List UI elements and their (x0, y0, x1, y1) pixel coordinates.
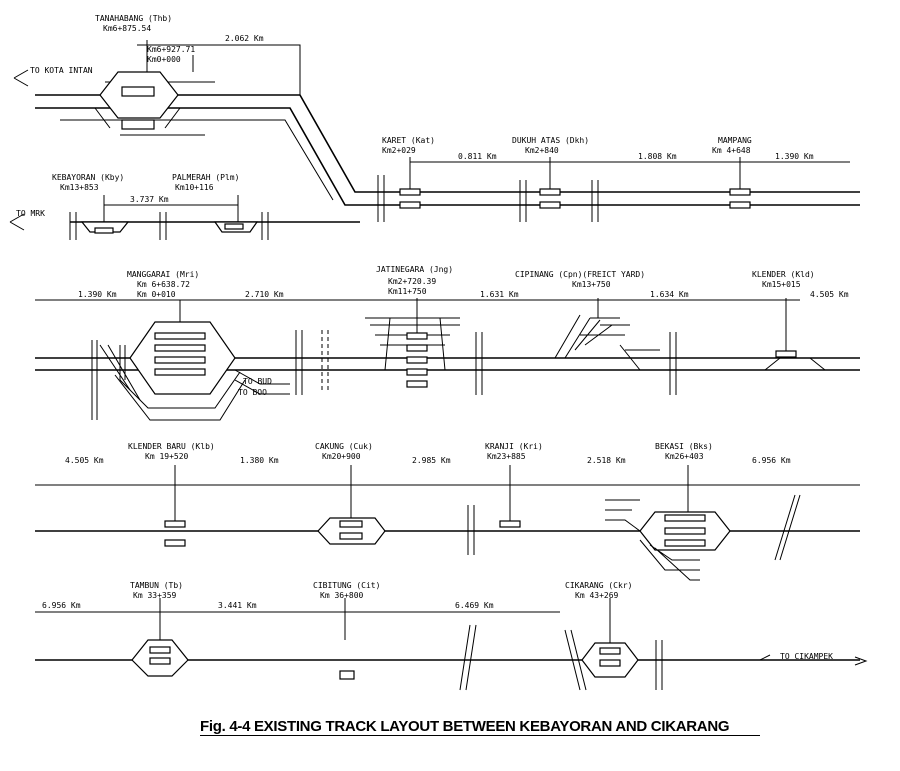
station-labels: TANAHABANG (Thb) Km6+875.54 Km6+927.71 K… (52, 14, 815, 600)
station-km: Km 4+648 (712, 146, 751, 155)
station-km: Km11+750 (388, 287, 427, 296)
station-km: Km20+900 (322, 452, 361, 461)
distance-label: 4.505 Km (65, 456, 104, 465)
station-km: Km6+927.71 (147, 45, 195, 54)
station-name: KLENDER BARU (Klb) (128, 442, 215, 451)
station-km: Km23+885 (487, 452, 526, 461)
station-km: Km 19+520 (145, 452, 189, 461)
station-km: Km6+875.54 (103, 24, 151, 33)
station-km: Km13+853 (60, 183, 99, 192)
distance-label: 1.380 Km (240, 456, 279, 465)
station-km: Km26+403 (665, 452, 704, 461)
distance-label: 4.505 Km (810, 290, 849, 299)
distance-label: 2.985 Km (412, 456, 451, 465)
distance-label: 3.737 Km (130, 195, 169, 204)
station-name: CIKARANG (Ckr) (565, 581, 632, 590)
station-km: Km2+029 (382, 146, 416, 155)
station-km: Km 6+638.72 (137, 280, 190, 289)
distance-label: 1.390 Km (775, 152, 814, 161)
station-name: MANGGARAI (Mri) (127, 270, 199, 279)
station-name: TANAHABANG (Thb) (95, 14, 172, 23)
station-km: Km 33+359 (133, 591, 177, 600)
station-km: Km15+015 (762, 280, 801, 289)
distance-label: 6.469 Km (455, 601, 494, 610)
direction-labels: TO KOTA INTAN TO MRK TO BUD TO BOO TO CI… (9, 66, 868, 666)
station-name: KEBAYORAN (Kby) (52, 173, 124, 182)
arrow-right-icon (854, 656, 868, 666)
distance-label: 3.441 Km (218, 601, 257, 610)
station-name: TAMBUN (Tb) (130, 581, 183, 590)
station-name: CIPINANG (Cpn)(FREICT YARD) (515, 270, 645, 279)
station-name: CIBITUNG (Cit) (313, 581, 380, 590)
station-name: KRANJI (Kri) (485, 442, 543, 451)
station-km: Km 0+010 (137, 290, 176, 299)
distance-label: 6.956 Km (42, 601, 81, 610)
direction-label: TO BUD (243, 377, 272, 386)
station-km: Km0+000 (147, 55, 181, 64)
distance-label: 1.390 Km (78, 290, 117, 299)
distance-label: 1.634 Km (650, 290, 689, 299)
station-name: KLENDER (Kld) (752, 270, 815, 279)
station-km: Km13+750 (572, 280, 611, 289)
station-name: DUKUH ATAS (Dkh) (512, 136, 589, 145)
station-name: JATINEGARA (Jng) (376, 265, 453, 274)
station-km: Km 43+269 (575, 591, 619, 600)
distance-labels: 2.062 Km 0.811 Km 1.808 Km 1.390 Km 3.73… (42, 34, 849, 610)
direction-label: TO CIKAMPEK (780, 652, 833, 661)
station-name: PALMERAH (Plm) (172, 173, 239, 182)
distance-label: 1.808 Km (638, 152, 677, 161)
figure-caption: Fig. 4-4 EXISTING TRACK LAYOUT BETWEEN K… (200, 718, 760, 736)
distance-label: 1.631 Km (480, 290, 519, 299)
distance-label: 2.062 Km (225, 34, 264, 43)
distance-label: 0.811 Km (458, 152, 497, 161)
station-km: Km2+840 (525, 146, 559, 155)
direction-label: TO KOTA INTAN (30, 66, 93, 75)
station-km: Km2+720.39 (388, 277, 436, 286)
station-name: KARET (Kat) (382, 136, 435, 145)
station-km: Km 36+800 (320, 591, 364, 600)
track-geometry (35, 40, 860, 691)
station-name: MAMPANG (718, 136, 752, 145)
distance-label: 6.956 Km (752, 456, 791, 465)
distance-label: 2.518 Km (587, 456, 626, 465)
direction-label: TO MRK (16, 209, 45, 218)
station-km: Km10+116 (175, 183, 214, 192)
direction-label: TO BOO (238, 388, 267, 397)
station-name: BEKASI (Bks) (655, 442, 713, 451)
station-name: CAKUNG (Cuk) (315, 442, 373, 451)
arrow-left-icon (9, 213, 25, 231)
distance-label: 2.710 Km (245, 290, 284, 299)
arrow-left-icon (13, 69, 29, 87)
